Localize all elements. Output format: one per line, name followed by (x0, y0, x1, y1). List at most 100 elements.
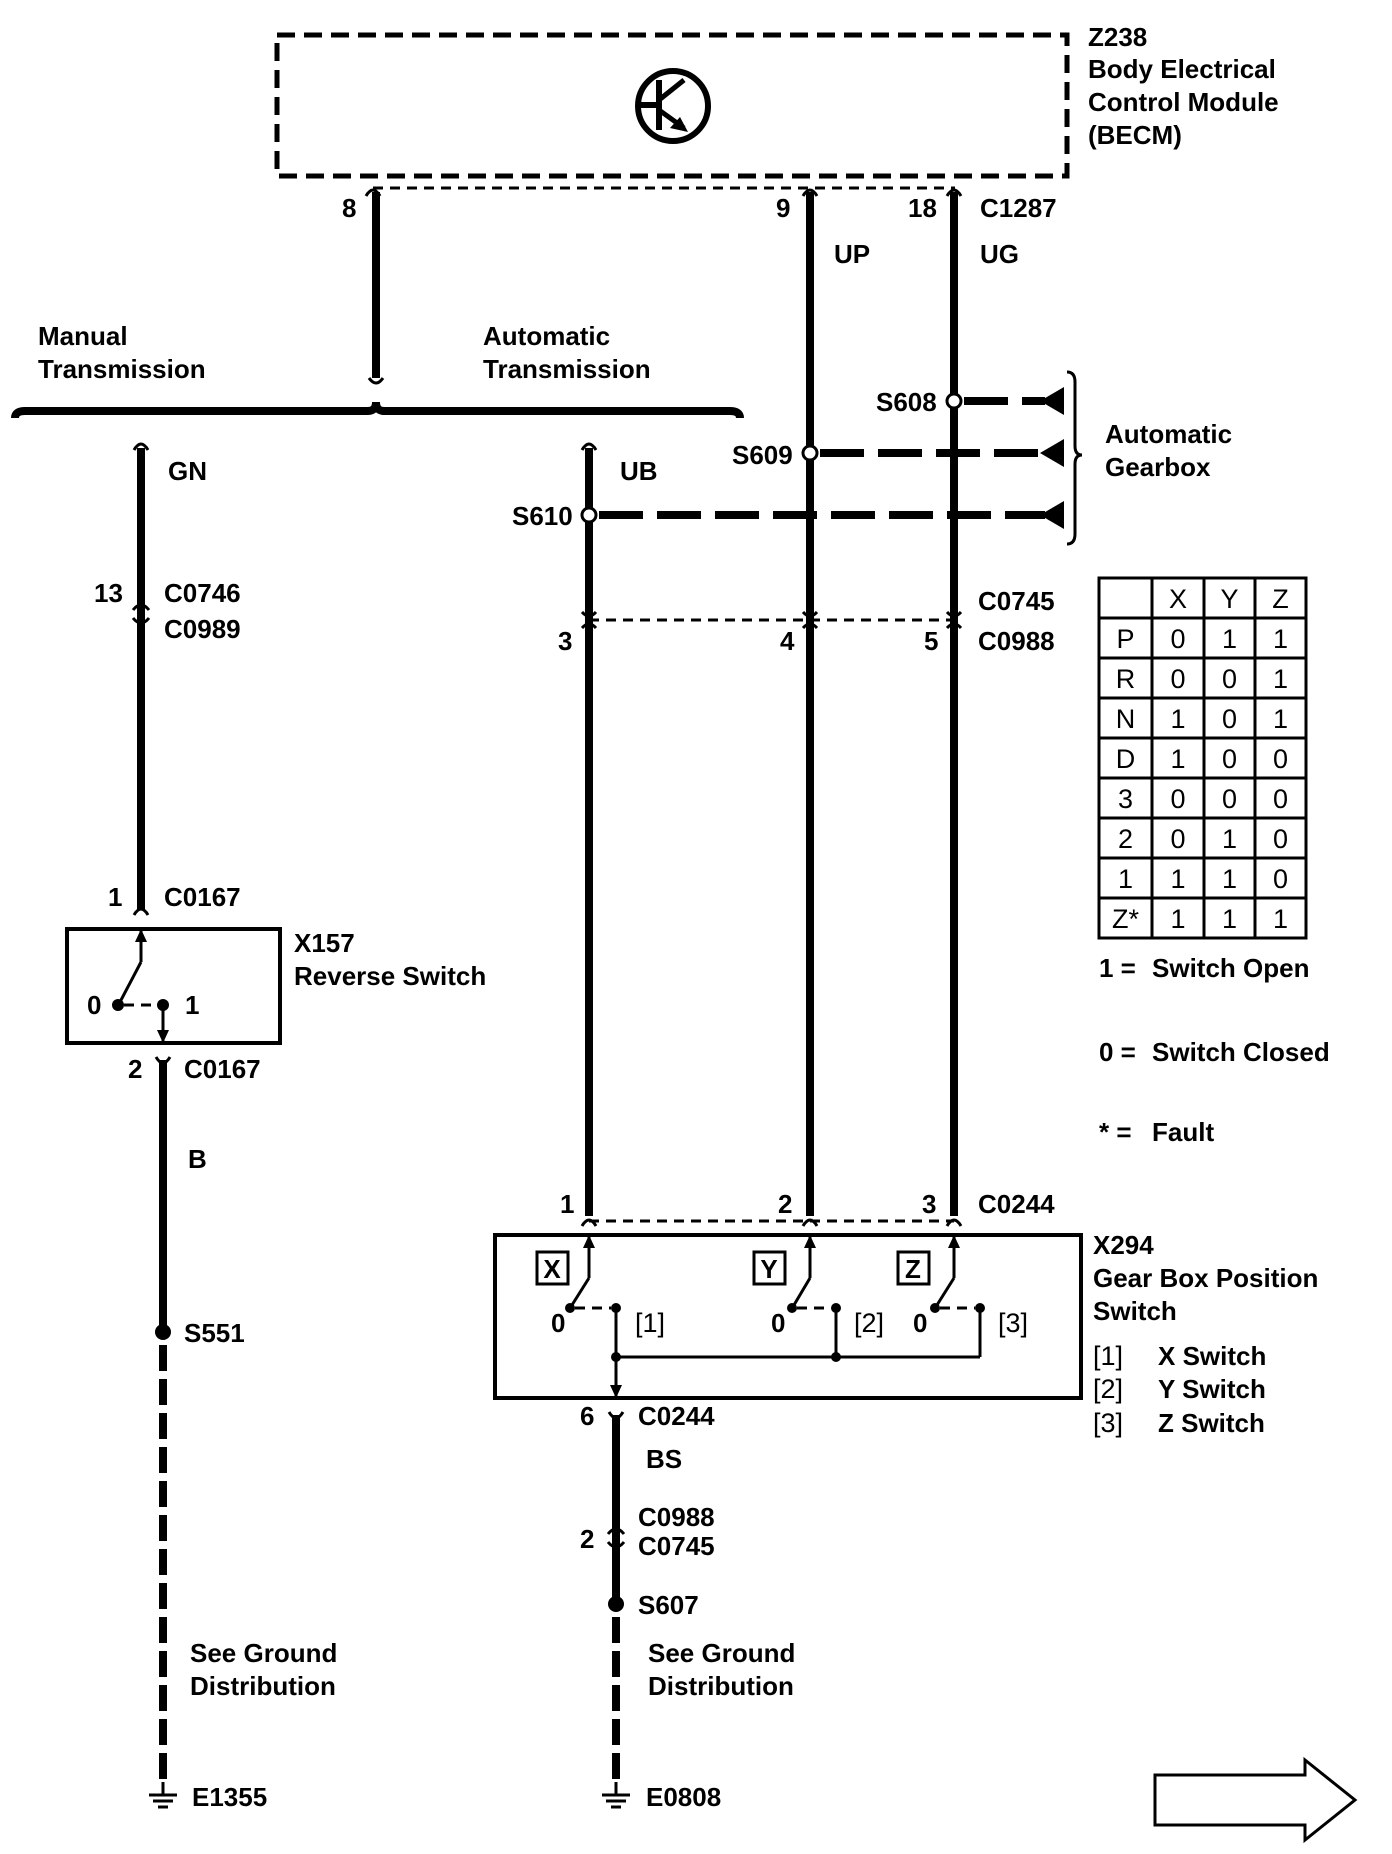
wire-ub-label: UB (620, 456, 658, 486)
c0988-label: C0988 (978, 626, 1055, 656)
c0988-b-pin: 2 (580, 1524, 594, 1554)
c0988-b-label: C0988 (638, 1502, 715, 1532)
truth-table-cell: 0 (1170, 624, 1185, 654)
s610-splice (580, 506, 598, 524)
legend-ref-2: [2] (1093, 1374, 1123, 1404)
c0745-b-label: C0745 (638, 1531, 715, 1561)
c0244-pin-1: 1 (560, 1189, 574, 1219)
becm-name-line2: Control Module (1088, 87, 1279, 117)
transmission-option-bracket (11, 401, 744, 419)
wire-up-label: UP (834, 239, 870, 269)
switch-x-letter: X (543, 1254, 561, 1284)
right-see-ground-line2: Distribution (648, 1671, 794, 1701)
truth-table-cell: 1 (1222, 904, 1237, 934)
left-see-ground-line1: See Ground (190, 1638, 337, 1668)
switch-y-zero: 0 (771, 1308, 785, 1338)
wire-pin8-break (367, 377, 385, 385)
truth-table-cell: 1 (1273, 664, 1288, 694)
c0167-bottom-label: C0167 (184, 1054, 261, 1084)
truth-table-cell: N (1116, 704, 1136, 734)
legend-ref-3: [3] (1093, 1408, 1123, 1438)
legend-text-1: X Switch (1158, 1341, 1266, 1371)
s608-arrow (1040, 387, 1064, 415)
becm-module[interactable] (274, 32, 1070, 179)
truth-table-cell: 1 (1222, 824, 1237, 854)
gearbox-label-line2: Gearbox (1105, 452, 1211, 482)
reverse-switch-pos0: 0 (87, 990, 101, 1020)
c1287-pin-18: 18 (908, 193, 937, 223)
switch-x-box (535, 1250, 570, 1286)
truth-table-cell: 1 (1222, 864, 1237, 894)
wire-ug-label: UG (980, 239, 1019, 269)
key-sym-1: 1 = (1099, 953, 1136, 983)
truth-table-header: Z (1272, 584, 1289, 614)
position-switch-internals (565, 1235, 985, 1398)
s607-label: S607 (638, 1590, 699, 1620)
c1287-pin-8: 8 (342, 193, 356, 223)
truth-table-header: X (1169, 584, 1187, 614)
key-sym-2: 0 = (1099, 1037, 1136, 1067)
c0167-top-pin: 1 (108, 882, 122, 912)
ground-e0808: E0808 (646, 1782, 721, 1812)
truth-table-cell: Z* (1112, 904, 1139, 934)
truth-table-cell: 0 (1222, 744, 1237, 774)
c1287-label: C1287 (980, 193, 1057, 223)
s551-splice (155, 1324, 171, 1340)
position-switch-id: X294 (1093, 1230, 1154, 1260)
switch-y-box (752, 1250, 787, 1286)
wire-b-label: B (188, 1144, 207, 1174)
truth-table-cell: 1 (1273, 904, 1288, 934)
c0989-label: C0989 (164, 614, 241, 644)
wire-bs-label: BS (646, 1444, 682, 1474)
c0244-pin-forks (580, 1218, 963, 1227)
becm-name-line1: Body Electrical (1088, 54, 1276, 84)
truth-table-cell: 1 (1273, 704, 1288, 734)
next-page-arrow-icon[interactable] (1153, 1756, 1358, 1844)
truth-table-cell: 1 (1273, 624, 1288, 654)
c1287-pin-9: 9 (776, 193, 790, 223)
manual-label-line2: Transmission (38, 354, 206, 384)
truth-table-cell: 0 (1273, 864, 1288, 894)
reverse-switch-id: X157 (294, 928, 355, 958)
c0745-label: C0745 (978, 586, 1055, 616)
ground-icon-right (602, 1782, 630, 1809)
c0746-label: C0746 (164, 578, 241, 608)
key-text-3: Fault (1152, 1117, 1214, 1147)
c0988-pin-5: 5 (924, 626, 938, 656)
key-text-1: Switch Open (1152, 953, 1309, 983)
truth-table-cell: 1 (1170, 744, 1185, 774)
s610-arrow (1040, 501, 1064, 529)
switch-y-ref: [2] (854, 1308, 884, 1338)
s551-label: S551 (184, 1318, 245, 1348)
wire-gn-start (132, 442, 150, 451)
c0746-connector-mark (131, 603, 151, 625)
switch-z-box (896, 1250, 931, 1286)
position-switch-name-line1: Gear Box Position (1093, 1263, 1318, 1293)
automatic-label-line2: Transmission (483, 354, 651, 384)
truth-table-cell: 0 (1222, 704, 1237, 734)
position-switch-box[interactable] (493, 1233, 1083, 1400)
reverse-switch-pos1: 1 (185, 990, 199, 1020)
truth-table-cell: 1 (1170, 864, 1185, 894)
c0988-pin-3: 3 (558, 626, 572, 656)
switch-z-zero: 0 (913, 1308, 927, 1338)
c0167-top-fork (132, 907, 150, 916)
s608-label: S608 (876, 387, 937, 417)
s609-arrow (1040, 439, 1064, 467)
truth-table-cell: R (1116, 664, 1136, 694)
truth-table-cell: 0 (1170, 664, 1185, 694)
c0167-bottom-pin: 2 (128, 1054, 142, 1084)
truth-table-cell: P (1116, 624, 1134, 654)
c0244-label: C0244 (978, 1189, 1055, 1219)
transistor-icon (635, 68, 711, 144)
legend-text-3: Z Switch (1158, 1408, 1265, 1438)
reverse-switch-box[interactable] (65, 927, 282, 1045)
gearbox-bracket (1066, 370, 1083, 546)
truth-table-cell: 0 (1273, 744, 1288, 774)
manual-label-line1: Manual (38, 321, 128, 351)
c0988-pin-4: 4 (780, 626, 795, 656)
s607-splice (608, 1596, 624, 1612)
truth-table-cell: 0 (1170, 784, 1185, 814)
switch-z-letter: Z (905, 1254, 921, 1284)
